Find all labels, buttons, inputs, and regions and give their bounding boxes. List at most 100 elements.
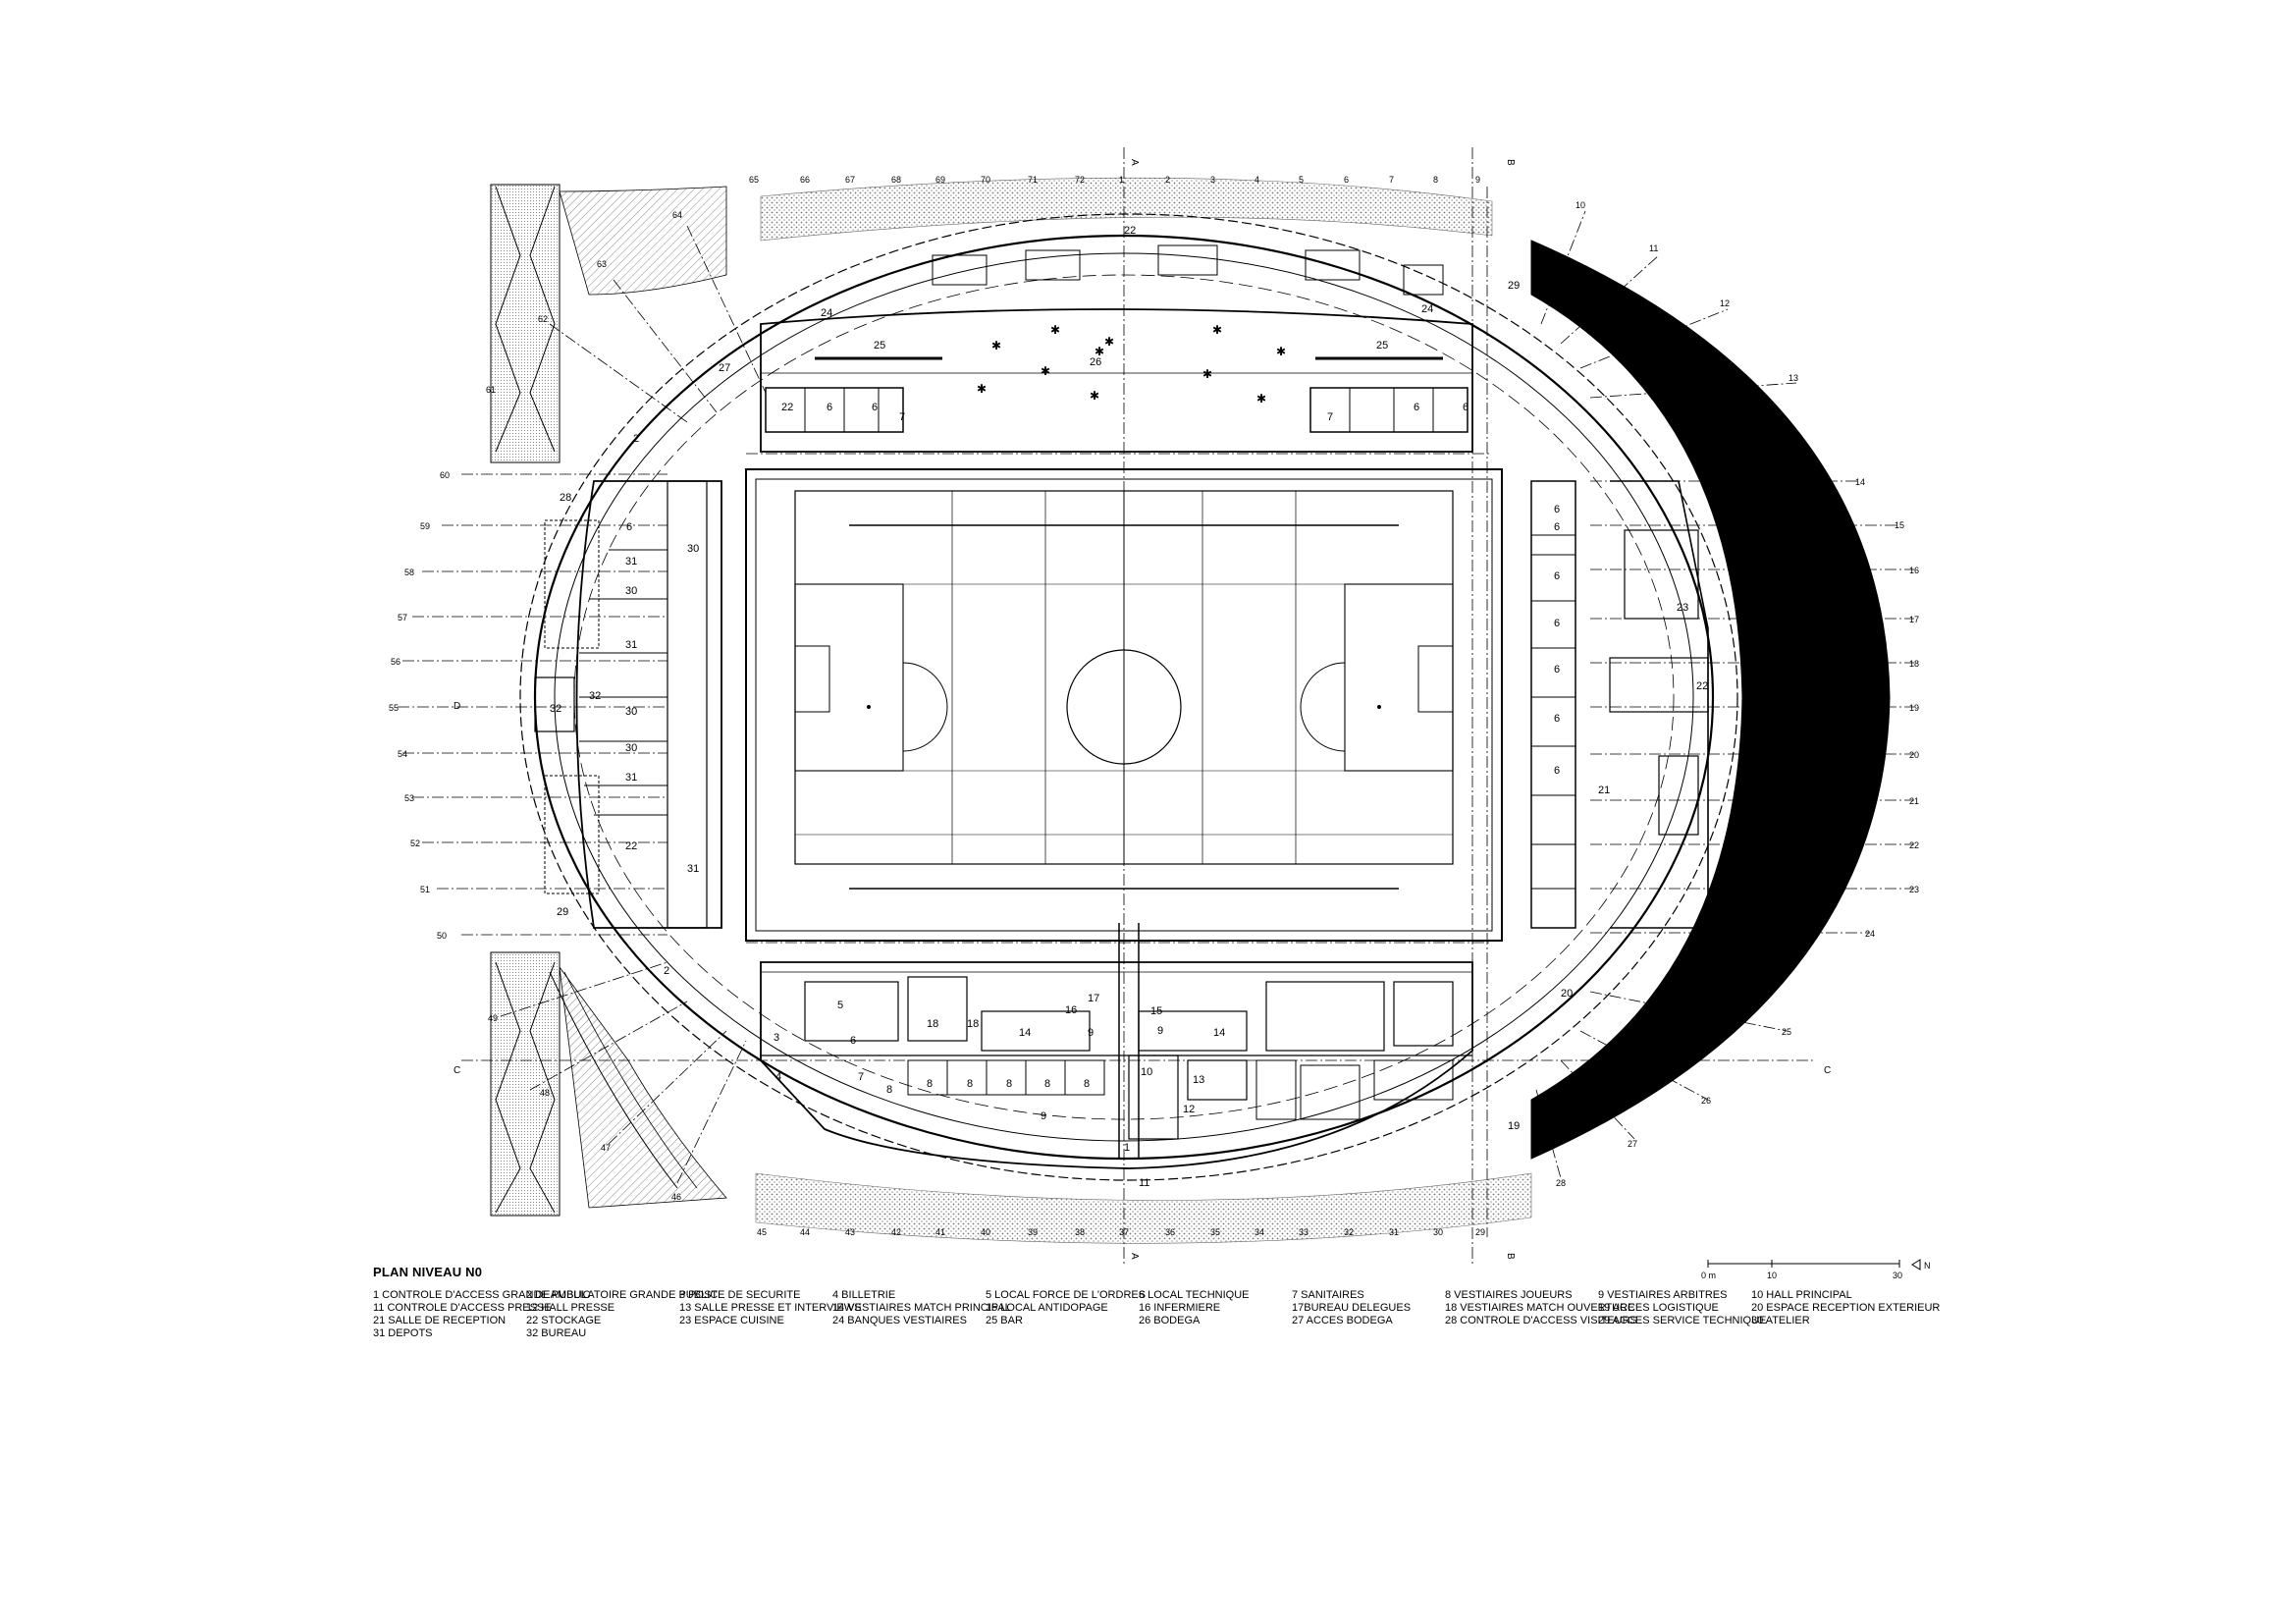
legend-item: 29 ACCES SERVICE TECHNIQUE xyxy=(1598,1315,1767,1326)
room-label: 30 xyxy=(625,706,637,718)
legend-item: 16 INFERMIERE xyxy=(1139,1302,1221,1314)
legend-item: 28 CONTROLE D'ACCESS VISITEURS xyxy=(1445,1315,1637,1326)
room-label: 24 xyxy=(1421,303,1433,315)
room-label: 9 xyxy=(1157,1025,1163,1037)
room-label: 8 xyxy=(927,1078,933,1090)
grid-label-top: 72 xyxy=(1075,175,1085,185)
room-label: 25 xyxy=(1376,340,1388,352)
room-label: 8 xyxy=(1084,1078,1090,1090)
grid-label-bottom: 34 xyxy=(1255,1227,1264,1237)
legend-item: 19 ACCES LOGISTIQUE xyxy=(1598,1302,1719,1314)
room-label: 32 xyxy=(589,690,601,702)
room-label: 7 xyxy=(899,411,905,423)
room-label: 16 xyxy=(1065,1004,1077,1016)
grid-label-right: 27 xyxy=(1628,1139,1637,1149)
grid-label-bottom: 38 xyxy=(1075,1227,1085,1237)
grid-label-right: 10 xyxy=(1575,200,1585,210)
legend-item: 23 ESPACE CUISINE xyxy=(679,1315,784,1326)
grid-label-top: 6 xyxy=(1344,175,1349,185)
grid-label-right: 12 xyxy=(1720,298,1730,308)
grid-label-left: 50 xyxy=(437,931,447,941)
room-label: 26 xyxy=(1090,356,1101,368)
grid-label-top: 7 xyxy=(1389,175,1394,185)
svg-text:✱: ✱ xyxy=(1202,367,1212,381)
room-label: 2 xyxy=(633,433,639,445)
legend-item: 1 CONTROLE D'ACCESS GRANDE PUBLIC xyxy=(373,1289,591,1301)
room-label: 22 xyxy=(1696,680,1708,692)
legend-item: 18 VESTIAIRES MATCH OUVERTURE xyxy=(1445,1302,1635,1314)
grid-label-diagonal: 62 xyxy=(538,314,548,324)
legend-item: 8 VESTIAIRES JOUEURS xyxy=(1445,1289,1573,1301)
grid-label-right: 28 xyxy=(1556,1178,1566,1188)
room-label: 30 xyxy=(687,543,699,555)
room-label: 6 xyxy=(626,521,632,533)
grid-label-top: 67 xyxy=(845,175,855,185)
grid-label-top: 71 xyxy=(1028,175,1038,185)
scale-mid: 10 xyxy=(1767,1271,1777,1280)
grid-label-right: 24 xyxy=(1865,929,1875,939)
grid-label-top: 3 xyxy=(1210,175,1215,185)
grid-label-bottom: 45 xyxy=(757,1227,767,1237)
grid-label-right: 11 xyxy=(1649,243,1658,253)
room-label: 6 xyxy=(1414,402,1419,413)
room-label: 25 xyxy=(874,340,885,352)
grid-label-bottom: 42 xyxy=(891,1227,901,1237)
section-marks: A B C C A B D xyxy=(454,159,1831,1260)
grid-label-right: 25 xyxy=(1782,1027,1791,1037)
grid-label-top: 66 xyxy=(800,175,810,185)
grid-label-bottom: 40 xyxy=(981,1227,990,1237)
grid-label-bottom: 32 xyxy=(1344,1227,1354,1237)
scale-bar: 0 m 10 30 N xyxy=(1701,1259,1931,1280)
plan-title: PLAN NIVEAU N0 xyxy=(373,1265,483,1279)
legend-item: 20 ESPACE RECEPTION EXTERIEUR xyxy=(1751,1302,1941,1314)
room-label: 32 xyxy=(550,703,561,715)
legend-item: 30 ATELIER xyxy=(1751,1315,1810,1326)
room-label: 29 xyxy=(557,906,568,918)
legend-item: 31 DEPOTS xyxy=(373,1327,433,1339)
grid-label-left: 54 xyxy=(398,749,407,759)
grid-label-left: 53 xyxy=(404,793,414,803)
grid-label-top: 5 xyxy=(1299,175,1304,185)
grid-label-diagonal: 63 xyxy=(597,259,607,269)
grid-label-top: 4 xyxy=(1255,175,1259,185)
room-label: 6 xyxy=(1554,618,1560,629)
legend-item: 32 BUREAU xyxy=(526,1327,587,1339)
section-mark-d-left: D xyxy=(454,701,460,712)
room-label: 2 xyxy=(664,965,669,977)
room-label: 10 xyxy=(1141,1066,1152,1078)
room-label: 9 xyxy=(1088,1027,1094,1039)
legend-item: 9 VESTIAIRES ARBITRES xyxy=(1598,1289,1728,1301)
grid-label-right: 19 xyxy=(1909,703,1919,713)
bodega-trees: ✱ ✱ ✱ ✱ ✱ ✱ ✱ ✱ ✱ ✱ ✱ xyxy=(977,323,1286,406)
grid-label-right: 21 xyxy=(1909,796,1919,806)
room-label: 6 xyxy=(1554,570,1560,582)
room-label: 23 xyxy=(1677,602,1688,614)
room-label: 4 xyxy=(775,1071,781,1083)
svg-text:✱: ✱ xyxy=(1256,392,1266,406)
room-label: 14 xyxy=(1019,1027,1031,1039)
grid-label-right: 16 xyxy=(1909,566,1919,575)
north-label: N xyxy=(1924,1261,1931,1271)
grid-label-top: 1 xyxy=(1119,175,1124,185)
site-background xyxy=(490,184,727,1217)
grid-label-top: 70 xyxy=(981,175,990,185)
room-label: 22 xyxy=(1124,225,1136,237)
grid-label-top: 2 xyxy=(1165,175,1170,185)
grid-label-diagonal: 48 xyxy=(540,1088,550,1098)
grid-label-bottom: 29 xyxy=(1475,1227,1485,1237)
grid-label-right: 14 xyxy=(1855,477,1865,487)
grid-label-diagonal: 64 xyxy=(672,210,682,220)
room-label: 18 xyxy=(927,1018,938,1030)
room-label: 8 xyxy=(1044,1078,1050,1090)
grid-label-bottom: 36 xyxy=(1165,1227,1175,1237)
room-label: 31 xyxy=(625,556,637,568)
legend-item: 11 CONTROLE D'ACCESS PRESSE xyxy=(373,1302,552,1314)
svg-text:✱: ✱ xyxy=(991,339,1001,352)
legend-item: 2 DEAMBULATOIRE GRANDE PUBLIC xyxy=(526,1289,719,1301)
room-label: 18 xyxy=(967,1018,979,1030)
section-mark-b-bottom: B xyxy=(1505,1253,1516,1260)
svg-text:✱: ✱ xyxy=(977,382,987,396)
room-label: 5 xyxy=(837,1000,843,1011)
grid-label-left: 52 xyxy=(410,839,420,848)
